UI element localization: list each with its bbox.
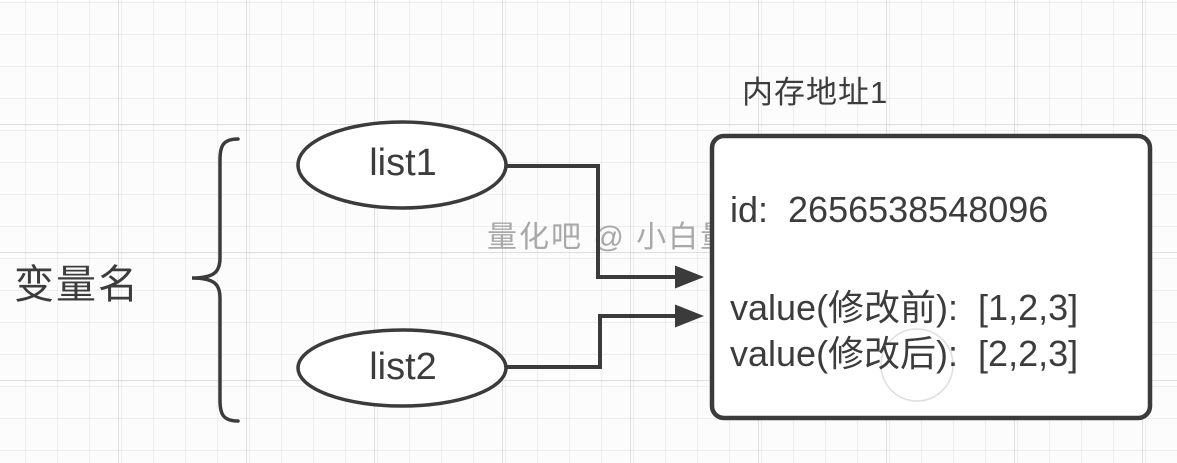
curly-brace — [191, 137, 240, 423]
watermark-circle-icon — [880, 328, 954, 402]
memory-value-after-text: value(修改后): [2,2,3] — [730, 333, 1079, 374]
node-ellipse-list2 — [296, 328, 508, 408]
connector-list1 — [506, 164, 678, 279]
memory-box — [709, 133, 1153, 421]
node-label-list2: list2 — [369, 346, 437, 388]
memory-box-title: 内存地址1 — [742, 75, 889, 110]
memory-id-text: id: 2656538548096 — [730, 189, 1049, 230]
node-ellipse-list1 — [296, 120, 508, 210]
arrowhead-list2-icon — [675, 304, 704, 328]
node-label-list1: list1 — [369, 142, 437, 184]
variable-group-label: 变量名 — [14, 263, 140, 307]
memory-value-before-text: value(修改前): [1,2,3] — [730, 287, 1079, 328]
connector-list2 — [506, 314, 678, 369]
arrowhead-list1-icon — [675, 265, 704, 289]
